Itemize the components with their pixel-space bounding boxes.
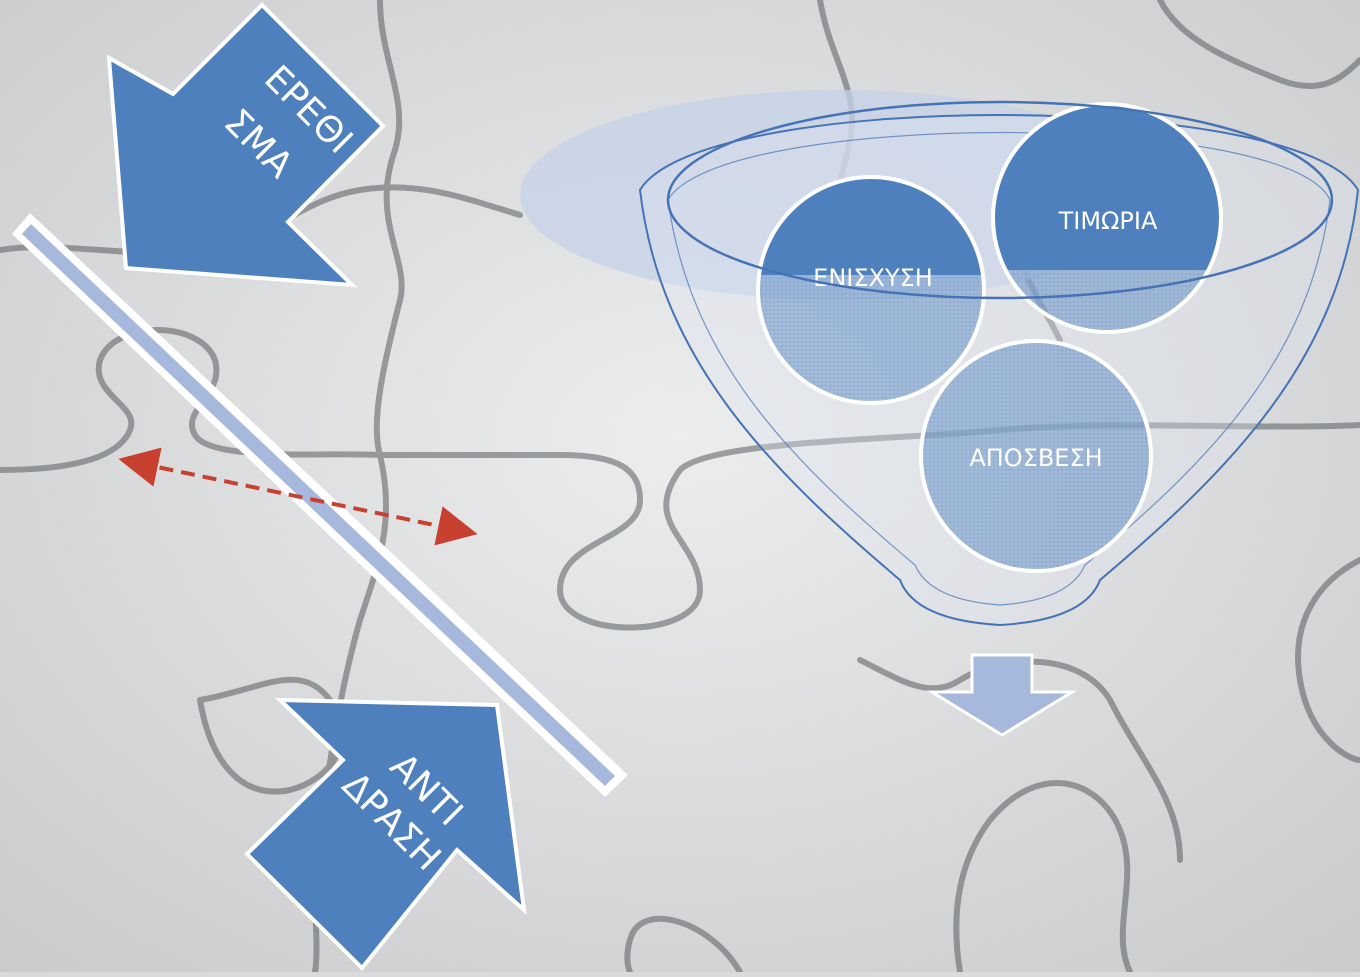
funnel-rim bbox=[666, 100, 1334, 300]
circle-punishment bbox=[991, 102, 1223, 270]
circle-punishment-label: ΤΙΜΩΡΙΑ bbox=[1058, 207, 1158, 235]
funnel: ΑΠΟΣΒΕΣΗ ΕΝΙΣΧΥΣΗ ΤΙΜΩΡΙΑ bbox=[520, 90, 1360, 627]
stimulus-arrow: ΕΡΕΘΙ ΣΜΑ bbox=[106, 2, 386, 288]
circle-reinforcement bbox=[757, 175, 985, 275]
response-arrow: ΑΝΤΙ ΔΡΑΣΗ bbox=[244, 697, 527, 971]
output-down-arrow bbox=[926, 653, 1078, 737]
circle-extinction bbox=[919, 339, 1153, 573]
circle-extinction-label: ΑΠΟΣΒΕΣΗ bbox=[969, 444, 1102, 472]
dashed-double-arrow bbox=[118, 447, 478, 546]
circle-reinforcement-label: ΕΝΙΣΧΥΣΗ bbox=[813, 264, 933, 292]
